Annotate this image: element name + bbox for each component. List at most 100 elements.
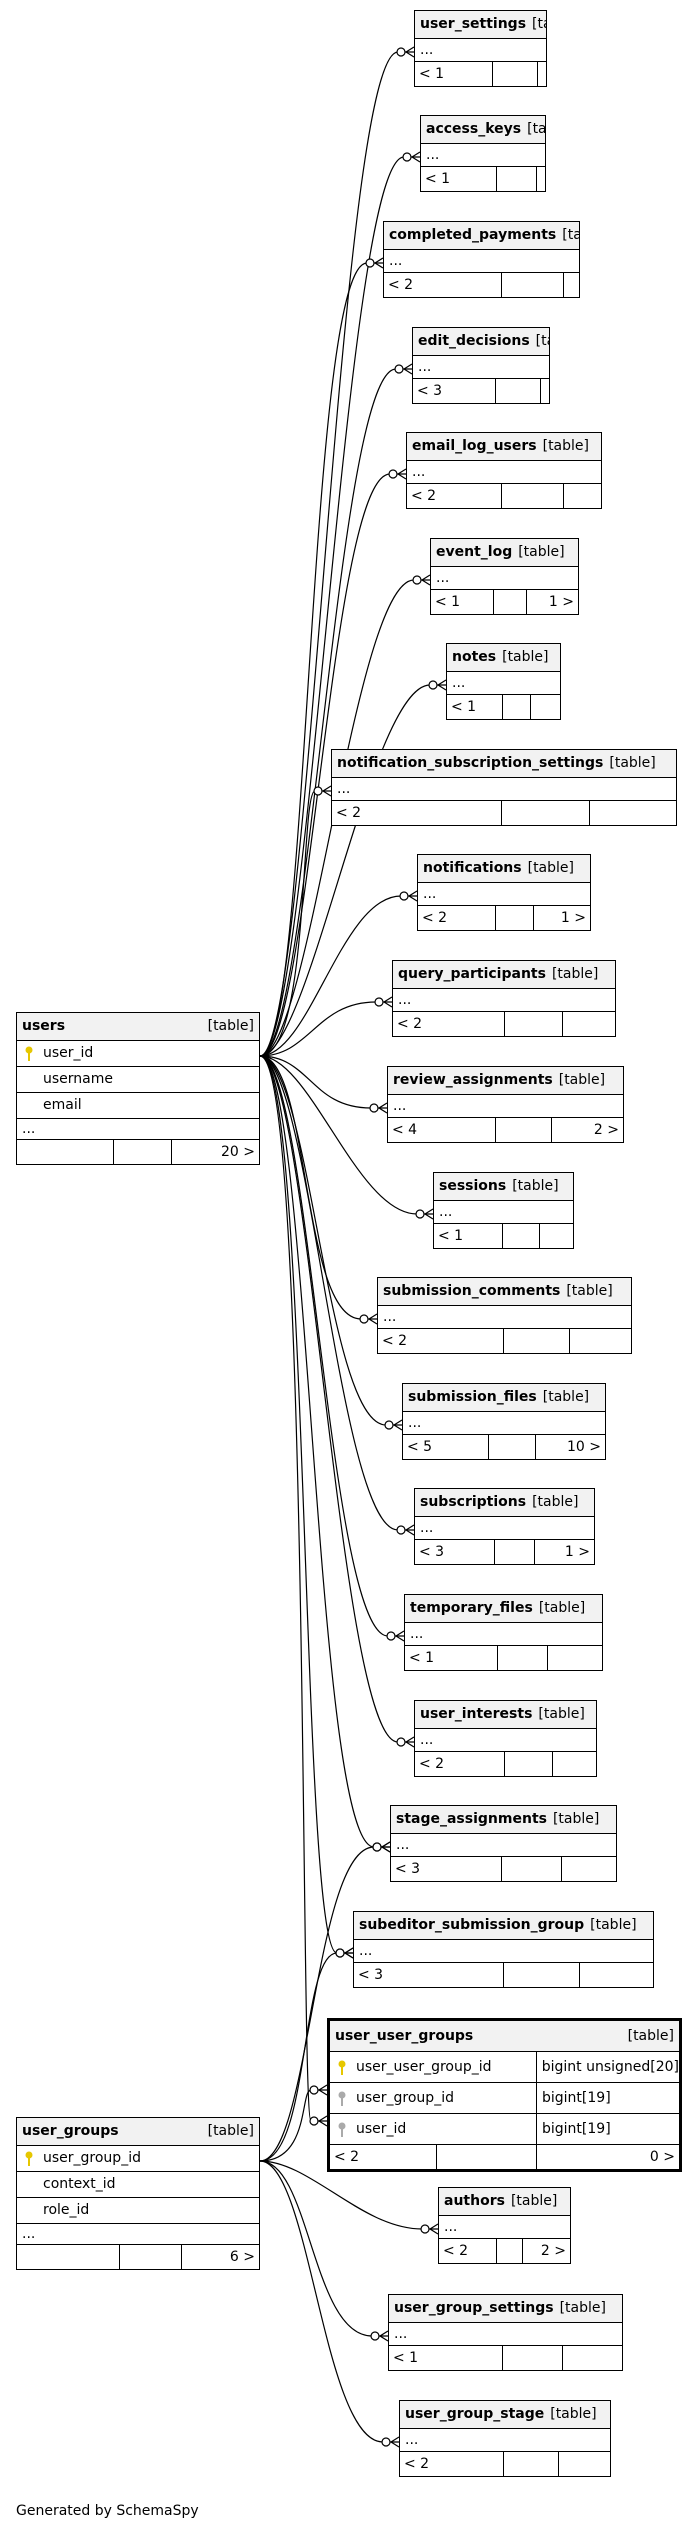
table-header: user_user_groups [table] [330,2021,679,2052]
table-counts: < 1 [405,1646,602,1670]
column-count [504,1963,580,1987]
table-edit-decisions[interactable]: edit_decisions[table]...< 3 [412,327,550,404]
table-user-group-settings[interactable]: user_group_settings[table]...< 1 [388,2294,623,2371]
table-counts: 6 > [17,2245,259,2269]
more-columns: ... [418,883,590,906]
table-header: authors[table] [439,2188,570,2216]
table-subeditor-submission-group[interactable]: subeditor_submission_group[table]...< 3 [353,1911,654,1988]
table-header: subscriptions[table] [415,1489,594,1517]
table-user-user-groups[interactable]: user_user_groups [table] user_user_group… [327,2018,682,2172]
table-header: stage_assignments[table] [391,1806,616,1834]
table-sessions[interactable]: sessions[table]...< 1 [433,1172,574,1249]
column-row: user_group_id bigint[19] [330,2083,679,2114]
table-name: temporary_files [410,1600,533,1616]
parent-count: < 1 [434,1224,503,1248]
column-type: bigint[19] [542,2090,611,2106]
table-header: user_group_stage[table] [400,2401,610,2429]
column-count [496,1118,552,1142]
table-user-interests[interactable]: user_interests[table]...< 2 [414,1700,597,1777]
edge-users-stage-assignments [259,1055,391,1853]
foreign-key-icon [338,2091,346,2106]
edge-users-user-user-groups [259,1055,328,2127]
table-kind: [table] [627,2028,674,2044]
child-count: 10 > [567,1439,601,1455]
child-count [564,273,579,297]
table-users[interactable]: users [table] user_id username email ...… [16,1012,260,1165]
table-kind: [table] [535,333,549,349]
column-count [114,1140,172,1164]
edge-users-completed-payments [259,257,384,1057]
child-count: 1 > [548,594,574,610]
table-user-groups[interactable]: user_groups [table] user_group_id contex… [16,2117,260,2270]
parent-count: < 3 [415,1540,495,1564]
table-kind: [table] [512,1178,559,1194]
edge-users-email-log-users [259,468,407,1057]
table-name: submission_files [408,1389,537,1405]
column-name: username [43,1071,113,1087]
more-columns: ... [431,567,578,590]
parent-count: < 2 [393,1012,505,1036]
table-query-participants[interactable]: query_participants[table]...< 2 [392,960,616,1037]
table-kind: [table] [552,1811,600,1827]
more-columns: ... [415,1517,594,1540]
column-row: username [17,1067,259,1093]
table-user-group-stage[interactable]: user_group_stage[table]...< 2 [399,2400,611,2477]
table-header: query_participants[table] [393,961,615,989]
parent-count: < 3 [354,1963,504,1987]
table-kind: [table] [562,227,579,243]
table-counts: < 2 0 > [330,2145,679,2169]
column-count [496,906,534,930]
column-name: email [43,1097,82,1113]
table-notes[interactable]: notes[table]...< 1 [446,643,561,720]
child-count: 6 > [229,2249,255,2265]
child-count: 20 > [221,1144,255,1160]
table-stage-assignments[interactable]: stage_assignments[table]...< 3 [390,1805,617,1882]
more-columns: ... [17,1119,259,1140]
table-access-keys[interactable]: access_keys[table]...< 1 [420,115,546,192]
table-kind: [table] [518,544,565,560]
column-count [497,167,537,191]
table-header: access_keys[table] [421,116,545,144]
table-header: user_groups [table] [17,2118,259,2146]
child-count [562,1857,616,1881]
child-count [580,1963,653,1987]
table-header: sessions[table] [434,1173,573,1201]
parent-count: < 1 [421,167,497,191]
table-name: submission_comments [383,1283,561,1299]
table-header: temporary_files[table] [405,1595,602,1623]
child-count [553,1752,596,1776]
column-count [504,2452,559,2476]
table-kind: [table] [542,438,589,454]
edge-user-groups-user-user-groups [259,2084,328,2162]
table-name: subscriptions [420,1494,527,1510]
table-email-log-users[interactable]: email_log_users[table]...< 2 [406,432,602,509]
table-temporary-files[interactable]: temporary_files[table]...< 1 [404,1594,603,1671]
table-counts: < 2 [384,273,579,297]
table-completed-payments[interactable]: completed_payments[table]...< 2 [383,221,580,298]
edge-users-subscriptions [259,1055,415,1536]
more-columns: ... [403,1412,605,1435]
table-notification-subscription-settings[interactable]: notification_subscription_settings[table… [331,749,677,826]
parent-count: < 1 [389,2346,503,2370]
column-count [503,1224,540,1248]
table-name: completed_payments [389,227,557,243]
table-header: users [table] [17,1013,259,1041]
primary-key-icon [25,1046,33,1061]
child-count [563,2346,622,2370]
table-user-settings[interactable]: user_settings[table]...< 1 [414,10,547,87]
column-type: bigint[19] [542,2121,611,2137]
column-name: role_id [43,2202,90,2218]
table-submission-comments[interactable]: submission_comments[table]...< 2 [377,1277,632,1354]
column-row: user_id [17,1041,259,1067]
column-name: user_group_id [356,2090,454,2106]
table-header: user_settings[table] [415,11,546,39]
table-kind: [table] [527,860,574,876]
